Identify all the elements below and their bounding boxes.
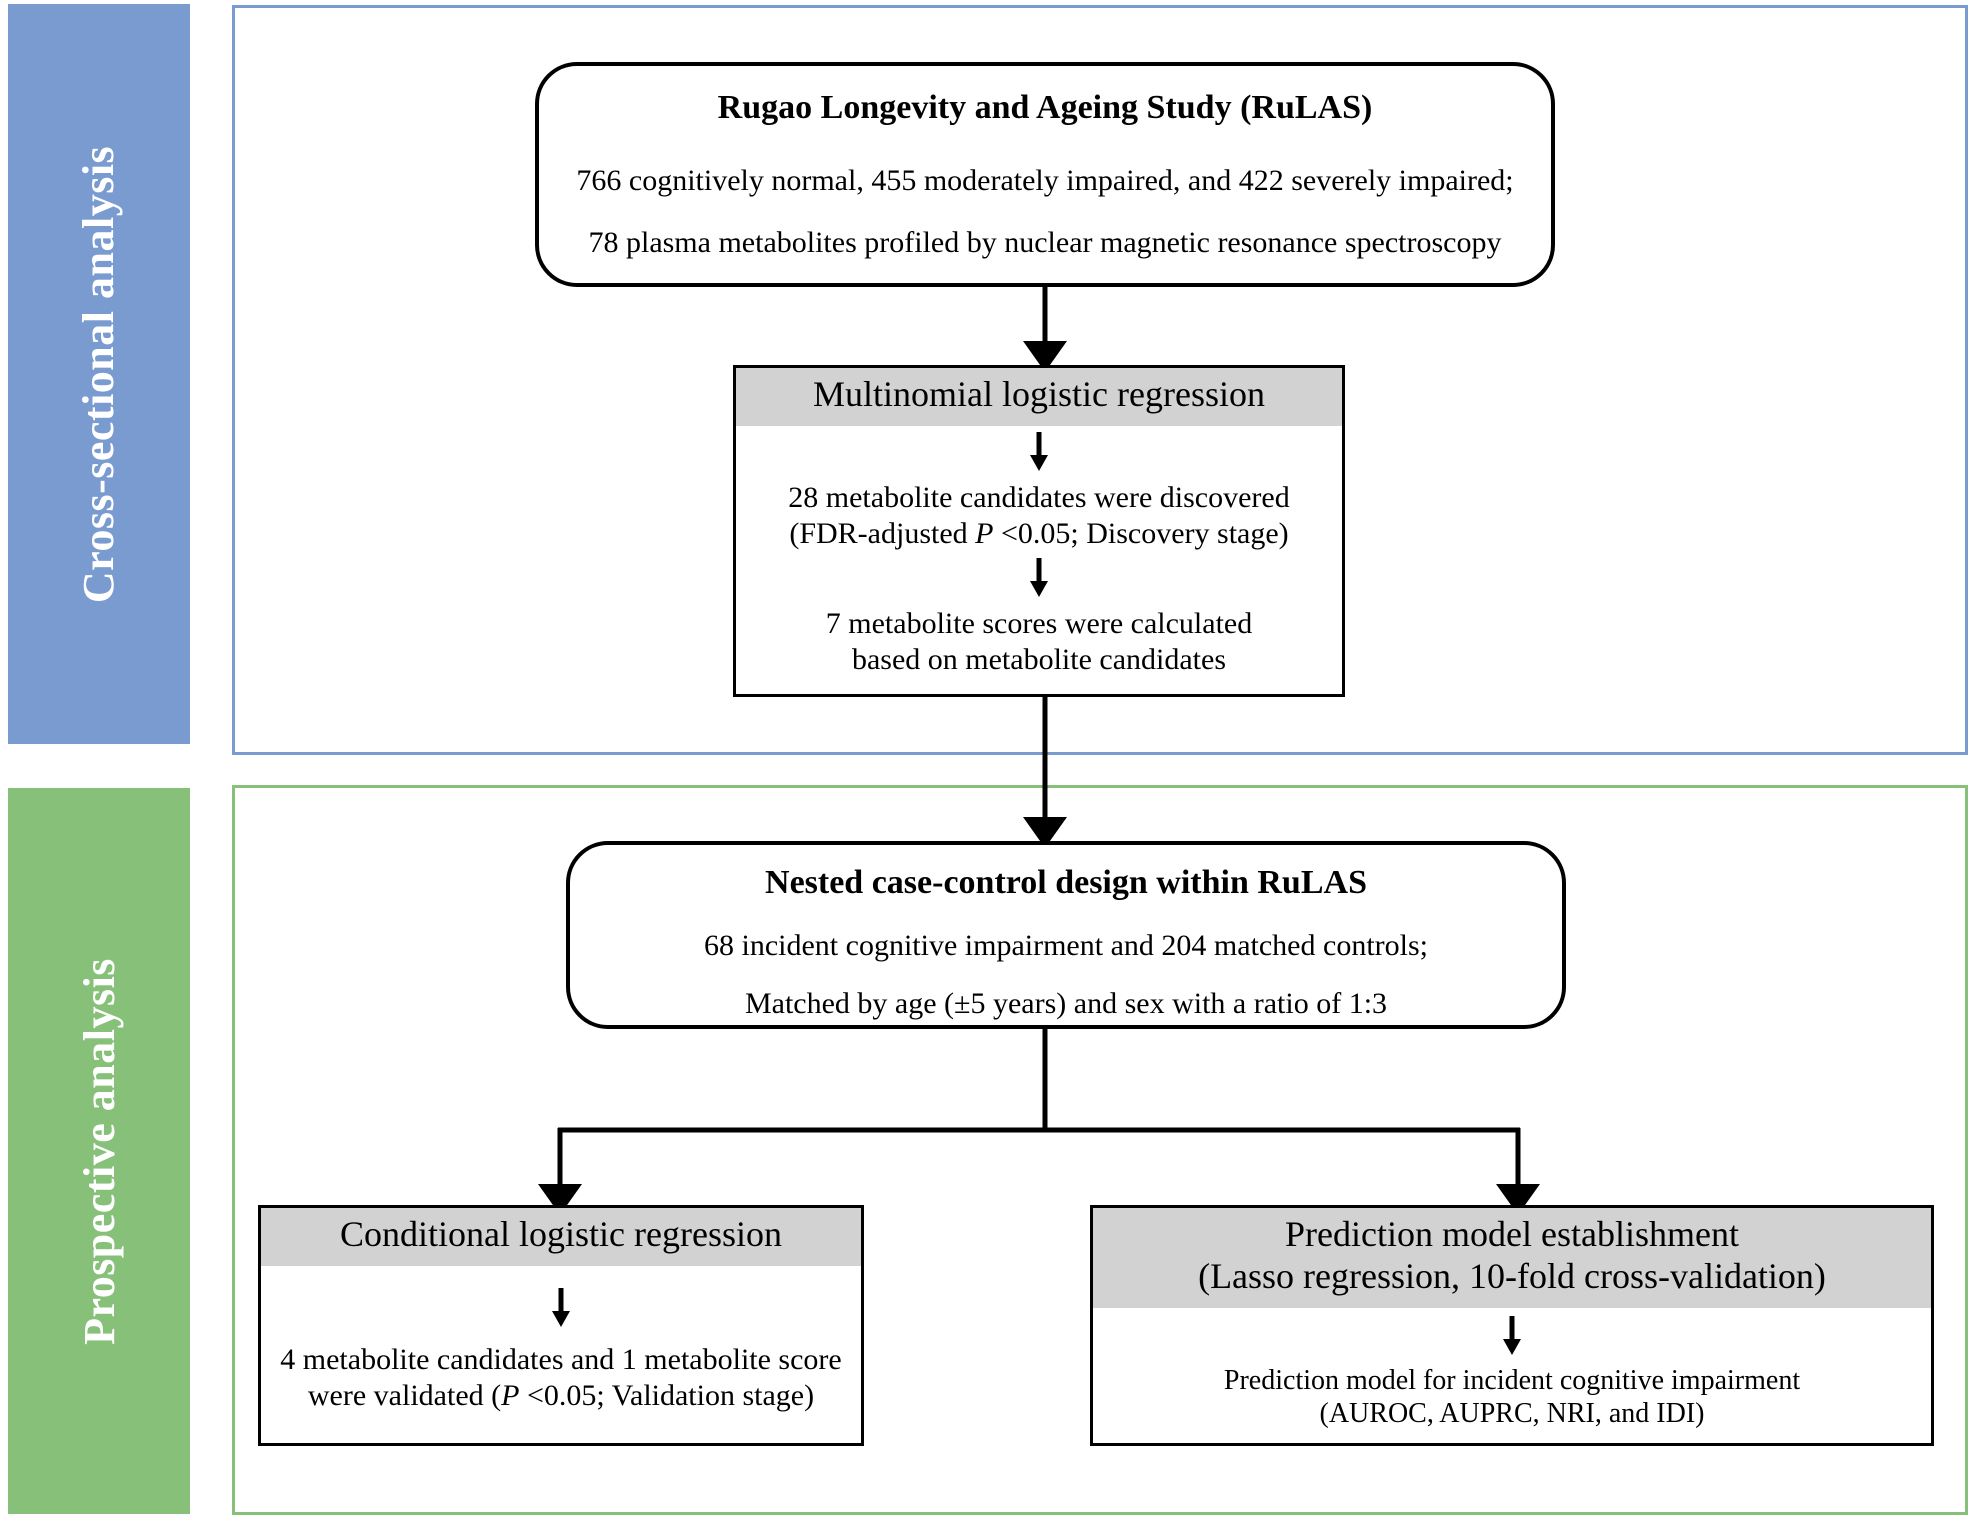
- node-conditional-header: Conditional logistic regression: [261, 1208, 861, 1266]
- node-conditional-result-line2: were validated (P <0.05; Validation stag…: [271, 1378, 851, 1414]
- node-prediction-model-establishment: Prediction model establishment (Lasso re…: [1090, 1205, 1934, 1446]
- node-conditional-body: 4 metabolite candidates and 1 metabolite…: [261, 1287, 861, 1414]
- node-multinomial-logistic-regression: Multinomial logistic regression 28 metab…: [733, 365, 1345, 697]
- arrow-down-icon: [746, 557, 1332, 598]
- node-prediction-body: Prediction model for incident cognitive …: [1093, 1315, 1931, 1431]
- node-multinomial-step1-line2: (FDR-adjusted P <0.05; Discovery stage): [746, 516, 1332, 552]
- node-multinomial-step2-line2: based on metabolite candidates: [851, 642, 1227, 676]
- node-study-line-1: 766 cognitively normal, 455 moderately i…: [576, 164, 1514, 198]
- text-fragment: <0.05; Discovery stage): [993, 516, 1289, 550]
- text-fragment: were validated (: [307, 1378, 502, 1412]
- node-prediction-result-line2: (AUROC, AUPRC, NRI, and IDI): [1319, 1398, 1705, 1430]
- node-multinomial-step2-line1: 7 metabolite scores were calculated: [825, 606, 1253, 640]
- node-nested-line-1: 68 incident cognitive impairment and 204…: [704, 929, 1428, 963]
- node-prediction-header-line1: Prediction model establishment: [1285, 1214, 1739, 1254]
- node-prediction-result-line1: Prediction model for incident cognitive …: [1223, 1364, 1801, 1396]
- section-band-label-prospective: Prospective analysis: [74, 957, 124, 1345]
- node-study-rulas: Rugao Longevity and Ageing Study (RuLAS)…: [535, 62, 1555, 287]
- node-multinomial-step1-line1: 28 metabolite candidates were discovered: [788, 480, 1290, 514]
- node-conditional-logistic-regression: Conditional logistic regression 4 metabo…: [258, 1205, 864, 1446]
- text-fragment: (FDR-adjusted: [789, 516, 976, 550]
- arrow-down-icon: [271, 1287, 851, 1328]
- node-study-line-2: 78 plasma metabolites profiled by nuclea…: [588, 226, 1502, 260]
- node-conditional-result-line1: 4 metabolite candidates and 1 metabolite…: [280, 1342, 842, 1376]
- p-value-symbol: P: [975, 516, 994, 550]
- section-band-label-cross-sectional: Cross-sectional analysis: [74, 145, 124, 603]
- node-nested-title: Nested case-control design within RuLAS: [765, 864, 1367, 901]
- p-value-symbol: P: [501, 1378, 520, 1412]
- section-band-cross-sectional: Cross-sectional analysis: [8, 4, 190, 744]
- text-fragment: <0.05; Validation stage): [519, 1378, 815, 1412]
- node-nested-line-2: Matched by age (±5 years) and sex with a…: [744, 987, 1388, 1021]
- arrow-down-icon: [1103, 1315, 1921, 1356]
- node-prediction-header-line2: (Lasso regression, 10-fold cross-validat…: [1198, 1255, 1826, 1296]
- section-band-prospective: Prospective analysis: [8, 788, 190, 1514]
- node-prediction-header: Prediction model establishment (Lasso re…: [1093, 1208, 1931, 1308]
- node-multinomial-header: Multinomial logistic regression: [736, 368, 1342, 426]
- arrow-down-icon: [746, 431, 1332, 472]
- node-study-title: Rugao Longevity and Ageing Study (RuLAS): [717, 89, 1373, 126]
- node-multinomial-body: 28 metabolite candidates were discovered…: [736, 431, 1342, 678]
- node-nested-case-control: Nested case-control design within RuLAS …: [566, 841, 1566, 1029]
